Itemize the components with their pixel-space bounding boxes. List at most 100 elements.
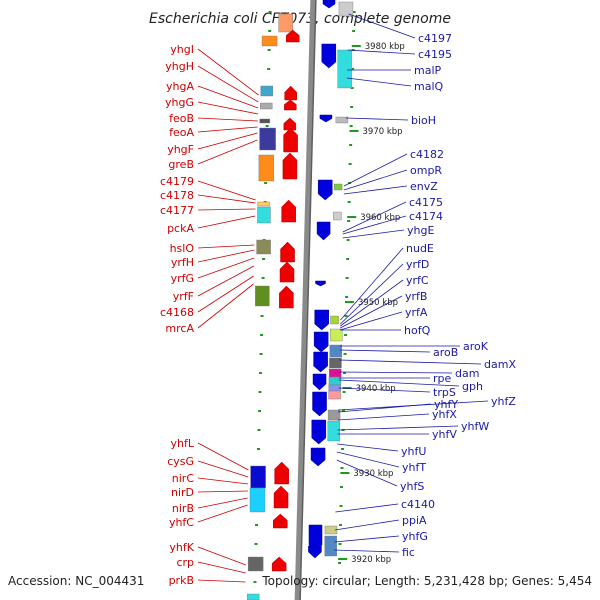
gene-label-right: damX — [484, 358, 516, 371]
gene-arrow-reverse — [312, 391, 327, 417]
gene-feature-box — [328, 368, 342, 378]
gene-arrow-reverse — [311, 419, 327, 445]
gene-label-left: nirD — [171, 486, 194, 499]
gene-arrow-forward — [280, 241, 295, 263]
leader-line-left — [197, 215, 256, 229]
gene-feature-box — [333, 183, 343, 191]
gene-arrow-reverse — [313, 351, 328, 373]
gene-arrow-forward — [279, 285, 294, 309]
gene-feature-box — [259, 118, 271, 124]
leader-line-left — [197, 117, 258, 122]
gene-label-left: yhgI — [170, 43, 194, 56]
gene-label-right: yhfS — [400, 480, 424, 493]
leader-line-left — [197, 101, 259, 115]
gene-feature-box — [278, 13, 293, 33]
gene-label-left: yhgA — [166, 80, 194, 93]
leader-line-left — [197, 48, 259, 96]
gene-label-left: prkB — [169, 574, 194, 587]
gene-label-right: c4174 — [409, 210, 443, 223]
gene-feature-box — [256, 239, 271, 255]
gene-label-right: yhgE — [407, 224, 434, 237]
gene-label-left: yrfF — [173, 290, 194, 303]
leader-line-left — [197, 265, 255, 297]
leader-line-left — [197, 561, 246, 574]
gene-label-left: feoB — [169, 112, 194, 125]
gene-label-right: fic — [402, 546, 415, 559]
gene-label-right: yhfU — [401, 445, 426, 458]
gene-arrow-reverse — [321, 43, 337, 69]
gene-arrow-forward — [283, 127, 298, 153]
gene-label-right: trpS — [433, 386, 456, 399]
leader-line-left — [197, 257, 255, 279]
gene-arrow-reverse — [317, 179, 333, 201]
gene-feature-box — [260, 85, 273, 97]
leader-line-right — [336, 459, 398, 487]
topology-label: Topology: circular; Length: 5,231,428 bp… — [261, 574, 592, 588]
gene-label-right: ppiA — [402, 514, 427, 527]
gene-label-left: yhfC — [169, 516, 194, 529]
gene-arrow-reverse — [319, 114, 333, 123]
leader-line-right — [339, 371, 453, 374]
leader-line-left — [197, 132, 258, 150]
gene-features — [246, 0, 354, 600]
genome-backbone-shadow — [299, 0, 317, 600]
gene-label-left: mrcA — [165, 322, 194, 335]
gene-label-left: yhgG — [165, 96, 194, 109]
leader-line-right — [342, 201, 407, 233]
gene-label-left: c4168 — [160, 306, 194, 319]
gene-label-right: yhfV — [432, 428, 457, 441]
gene-feature-box — [328, 390, 341, 400]
gene-label-left: pckA — [167, 222, 194, 235]
gene-feature-box — [327, 420, 340, 442]
gene-arrow-forward — [279, 261, 295, 283]
leader-line-left — [197, 65, 259, 103]
leader-line-right — [340, 295, 403, 329]
gene-label-right: yhfZ — [491, 395, 516, 408]
gene-labels-right: c4197c4195malPmalQbioHc4182ompRenvZc4175… — [400, 32, 516, 559]
leader-line-right — [338, 400, 489, 411]
gene-label-left: c4178 — [160, 189, 194, 202]
gene-feature-box — [335, 116, 349, 124]
gene-label-left: c4177 — [160, 204, 194, 217]
kbp-label: 3930 kbp — [353, 469, 393, 479]
gene-label-right: malP — [414, 64, 442, 77]
gene-arrow-reverse — [316, 221, 331, 241]
gene-label-right: yrfB — [405, 290, 427, 303]
gene-label-left: nirB — [172, 502, 194, 515]
gene-arrow-forward — [284, 85, 297, 101]
gene-label-right: aroB — [433, 346, 458, 359]
gene-feature-box — [338, 1, 354, 17]
leader-line-left — [197, 442, 249, 471]
gene-feature-box — [333, 211, 342, 221]
kbp-label: 3980 kbp — [365, 42, 405, 52]
gene-feature-box — [257, 201, 270, 207]
gene-label-left: yhfK — [169, 541, 194, 554]
leader-line-left — [197, 546, 247, 566]
gene-label-right: bioH — [411, 114, 436, 127]
gene-label-right: nudE — [406, 242, 434, 255]
leader-line-left — [197, 194, 256, 204]
gene-arrow-reverse — [322, 0, 336, 9]
leader-line-left — [197, 504, 248, 523]
gene-label-left: yhgH — [165, 60, 194, 73]
gene-label-right: c4195 — [418, 48, 452, 61]
leader-line-left — [197, 275, 254, 313]
gene-label-left: yrfH — [171, 256, 194, 269]
gene-label-left: yhfL — [171, 437, 195, 450]
leader-line-right — [337, 413, 430, 421]
gene-feature-box — [261, 35, 278, 47]
gene-label-right: hofQ — [404, 324, 431, 337]
leader-line-right — [338, 387, 431, 393]
leader-line-right — [340, 263, 404, 325]
gene-feature-box — [250, 465, 266, 489]
leader-line-right — [337, 425, 459, 431]
gene-label-left: greB — [168, 158, 194, 171]
gene-feature-box — [329, 344, 342, 358]
leader-line-right — [347, 49, 416, 55]
gene-label-left: yhgF — [167, 143, 194, 156]
gene-label-left: feoA — [169, 126, 194, 139]
gene-arrow-forward — [271, 556, 287, 572]
gene-arrow-forward — [284, 99, 297, 111]
gene-arrow-forward — [282, 152, 298, 180]
